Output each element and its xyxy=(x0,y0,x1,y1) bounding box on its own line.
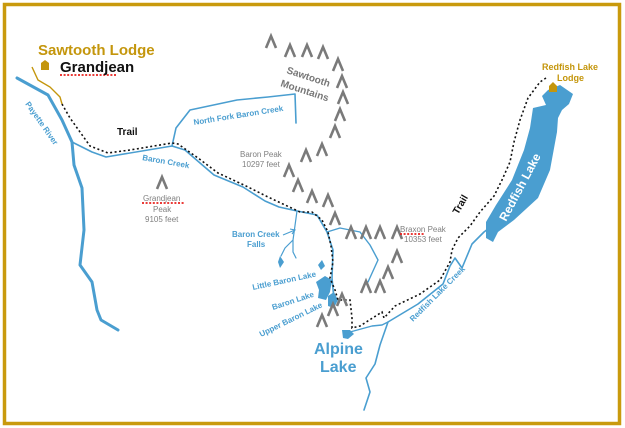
baron-peak-name: Baron Peak xyxy=(240,150,283,159)
payette-river xyxy=(15,76,120,332)
mountain-chevron-icon xyxy=(321,191,335,208)
mountain-chevron-icon xyxy=(390,247,404,264)
mountain-chevron-icon xyxy=(328,122,342,139)
alpine-lake-label-2: Lake xyxy=(320,359,357,376)
braxon-peak-elev: 10353 feet xyxy=(404,235,443,244)
mountain-chevron-icon xyxy=(300,41,314,58)
alpine-lake-label-1: Alpine xyxy=(314,341,363,358)
baron-creek-falls-label-1: Baron Creek xyxy=(232,230,280,239)
sawtooth-lodge-label: Sawtooth Lodge xyxy=(38,42,155,59)
trail-label-west: Trail xyxy=(117,127,138,138)
redfish-lake-shape xyxy=(486,85,573,242)
mountain-chevron-icon xyxy=(333,105,347,122)
sawtooth-lodge-icon xyxy=(41,60,49,70)
mountain-chevron-icon xyxy=(381,263,395,280)
mountain-chevron-icon xyxy=(344,223,358,240)
mountain-chevron-icon xyxy=(359,277,373,294)
peaks xyxy=(155,32,404,328)
mountain-chevron-icon xyxy=(282,161,296,178)
mountain-chevron-icon xyxy=(373,277,387,294)
falls-arrow-icon xyxy=(282,228,296,236)
mountain-chevron-icon xyxy=(315,311,329,328)
mountain-chevron-icon xyxy=(335,290,349,307)
trail-label-east: Trail xyxy=(451,193,471,217)
mountain-chevron-icon xyxy=(359,223,373,240)
redfish-lodge-label-1: Redfish Lake xyxy=(542,62,598,72)
north-fork-label: North Fork Baron Creek xyxy=(193,104,285,127)
mountain-chevron-icon xyxy=(373,223,387,240)
mountain-chevron-icon xyxy=(264,32,278,49)
mountain-chevron-icon xyxy=(331,55,345,72)
baron-creek-falls-label-2: Falls xyxy=(247,240,266,249)
mountain-chevron-icon xyxy=(336,88,350,105)
alpine-outlet xyxy=(349,321,389,333)
east-stream xyxy=(326,227,379,283)
baron-peak-elev: 10297 feet xyxy=(242,160,281,169)
grandjean-label: Grandjean xyxy=(60,59,134,76)
mountain-chevron-icon xyxy=(283,41,297,58)
mountain-chevron-icon xyxy=(328,209,342,226)
redfish-lake-creek-label: Redfish Lake Creek xyxy=(408,264,467,323)
mountain-chevron-icon xyxy=(305,187,319,204)
grandjean-peak-elev: 9105 feet xyxy=(145,215,179,224)
lodge-road xyxy=(31,66,63,105)
mountain-chevron-icon xyxy=(299,146,313,163)
little-baron-lake-shape xyxy=(318,260,325,270)
redfish-lodge-label-2: Lodge xyxy=(557,73,584,83)
mountain-chevron-icon xyxy=(390,223,404,240)
grandjean-peak-line1: Grandjean xyxy=(143,194,180,203)
small-pond-shape xyxy=(278,256,284,268)
alpine-lake-shape xyxy=(342,330,354,339)
mountain-chevron-icon xyxy=(335,72,349,89)
little-baron-lake-label: Little Baron Lake xyxy=(252,270,318,292)
braxon-peak-name: Braxon Peak xyxy=(400,225,447,234)
redfish-lodge-icon xyxy=(549,82,557,92)
baron-creek xyxy=(71,141,335,301)
north-fork-baron-creek xyxy=(171,93,297,147)
redfish-lake-creek xyxy=(363,221,498,411)
mountain-chevron-icon xyxy=(326,300,340,317)
mountain-chevron-icon xyxy=(155,173,169,190)
mountain-chevron-icon xyxy=(291,176,305,193)
falls-stream xyxy=(280,210,298,259)
trail-path xyxy=(61,77,547,330)
grandjean-peak-line2: Peak xyxy=(153,205,172,214)
upper-baron-lake-shape xyxy=(328,292,338,308)
mountain-chevron-icon xyxy=(315,140,329,157)
baron-creek-label: Baron Creek xyxy=(142,153,191,170)
baron-lake-shape xyxy=(316,276,332,300)
mountain-chevron-icon xyxy=(316,43,330,60)
